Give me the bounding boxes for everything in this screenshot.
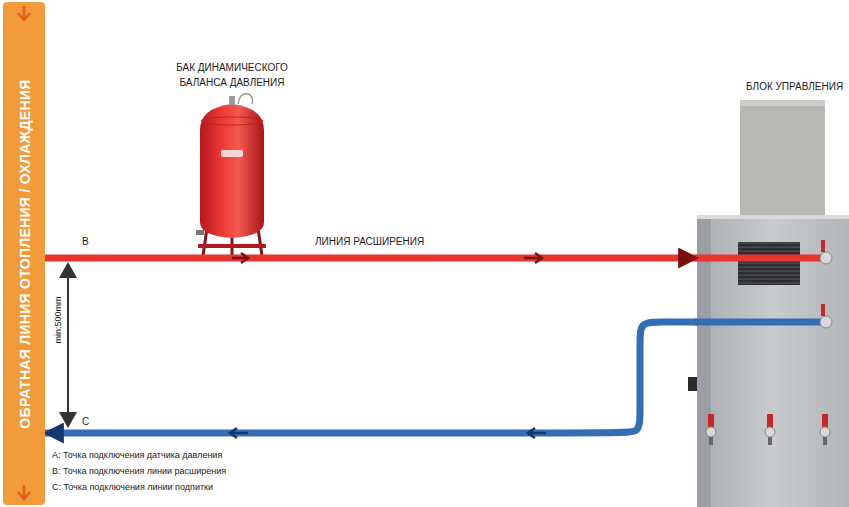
- pipe-stubs-part: [821, 304, 825, 316]
- expansion-tank-part: [201, 117, 263, 125]
- flow-arrows-part: [528, 428, 546, 438]
- bar-title: ОБРАТНАЯ ЛИНИЯ ОТОПЛЕНИЯ / ОХЛАЖДЕНИЯ: [16, 79, 32, 428]
- makeup-line: [45, 322, 697, 433]
- drain-valves-part: [709, 437, 713, 445]
- tank-node: БАК ДИНАМИЧЕСКОГО БАЛАНСА ДАВЛЕНИЯ: [196, 100, 268, 250]
- expansion-tank-part: [198, 244, 266, 248]
- flow-arrows-part: [230, 428, 248, 438]
- expansion-tank-part: [229, 96, 235, 105]
- unit-heading: БАК ДИНАМИЧЕСКОГО БАЛАНСА ДАВЛЕНИЯ: [167, 60, 297, 90]
- pipe-stubs-part: [821, 240, 825, 252]
- unit-heading: БЛОК УПРАВЛЕНИЯ: [746, 79, 843, 94]
- return-line-bar: ОБРАТНАЯ ЛИНИЯ ОТОПЛЕНИЯ / ОХЛАЖДЕНИЯ: [3, 2, 45, 505]
- dimension-arrow-part: [59, 412, 77, 428]
- drain-valves-part: [708, 414, 714, 428]
- dimension-text: min:500mm: [52, 296, 62, 343]
- control-cabinet-part: [738, 242, 800, 285]
- point-letter: C: [82, 416, 89, 427]
- point-letter: B: [82, 236, 89, 247]
- legend-note: C: Точка подключения линии подпитки: [52, 482, 213, 492]
- pipe-stubs-part: [695, 255, 825, 262]
- expansion-tank-part: [258, 228, 262, 256]
- drain-valves-part: [820, 427, 830, 437]
- legend-note: B: Точка подключения линии расширения: [52, 466, 226, 476]
- expansion-tank-part: [200, 104, 264, 238]
- drain-valves-part: [822, 414, 828, 428]
- drain-valves-part: [765, 427, 775, 437]
- flow-arrow: [18, 485, 30, 499]
- flow-arrows: [230, 253, 546, 438]
- drain-valves-part: [823, 437, 827, 445]
- pipe-stubs-part: [820, 316, 832, 328]
- expansion-tank-part: [221, 150, 243, 157]
- dimension-arrow-part: [67, 276, 69, 414]
- flow-arrows-part: [232, 253, 248, 263]
- control-cabinet-part: [697, 215, 849, 219]
- drain-valves-part: [768, 437, 772, 445]
- control-cabinet: [688, 100, 849, 507]
- legend-note: A: Точка подключения датчика давления: [52, 450, 222, 460]
- connector-layer-part: [45, 258, 697, 433]
- expansion-line: [45, 255, 697, 262]
- control-cabinet-part: [688, 377, 697, 391]
- pipe-stubs-part: [695, 319, 825, 326]
- dimension-arrow: [59, 262, 77, 428]
- expansion-tank-part: [196, 230, 204, 235]
- control-unit-node: БЛОК УПРАВЛЕНИЯ: [697, 215, 849, 507]
- dimension-arrow-part: [59, 262, 77, 278]
- drain-valves: [706, 414, 830, 445]
- drain-valves-part: [767, 414, 773, 428]
- drain-valves-part: [706, 427, 716, 437]
- pipe-stubs-part: [820, 252, 832, 264]
- line-label: ЛИНИЯ РАСШИРЕНИЯ: [315, 236, 424, 247]
- control-cabinet-part: [740, 100, 825, 217]
- flow-arrow: [18, 6, 30, 20]
- flow-arrows-part: [524, 253, 542, 263]
- pipe-stubs: [695, 240, 832, 328]
- control-cabinet-part: [740, 100, 825, 106]
- expansion-tank-part: [238, 94, 253, 104]
- expansion-tank: [196, 94, 266, 256]
